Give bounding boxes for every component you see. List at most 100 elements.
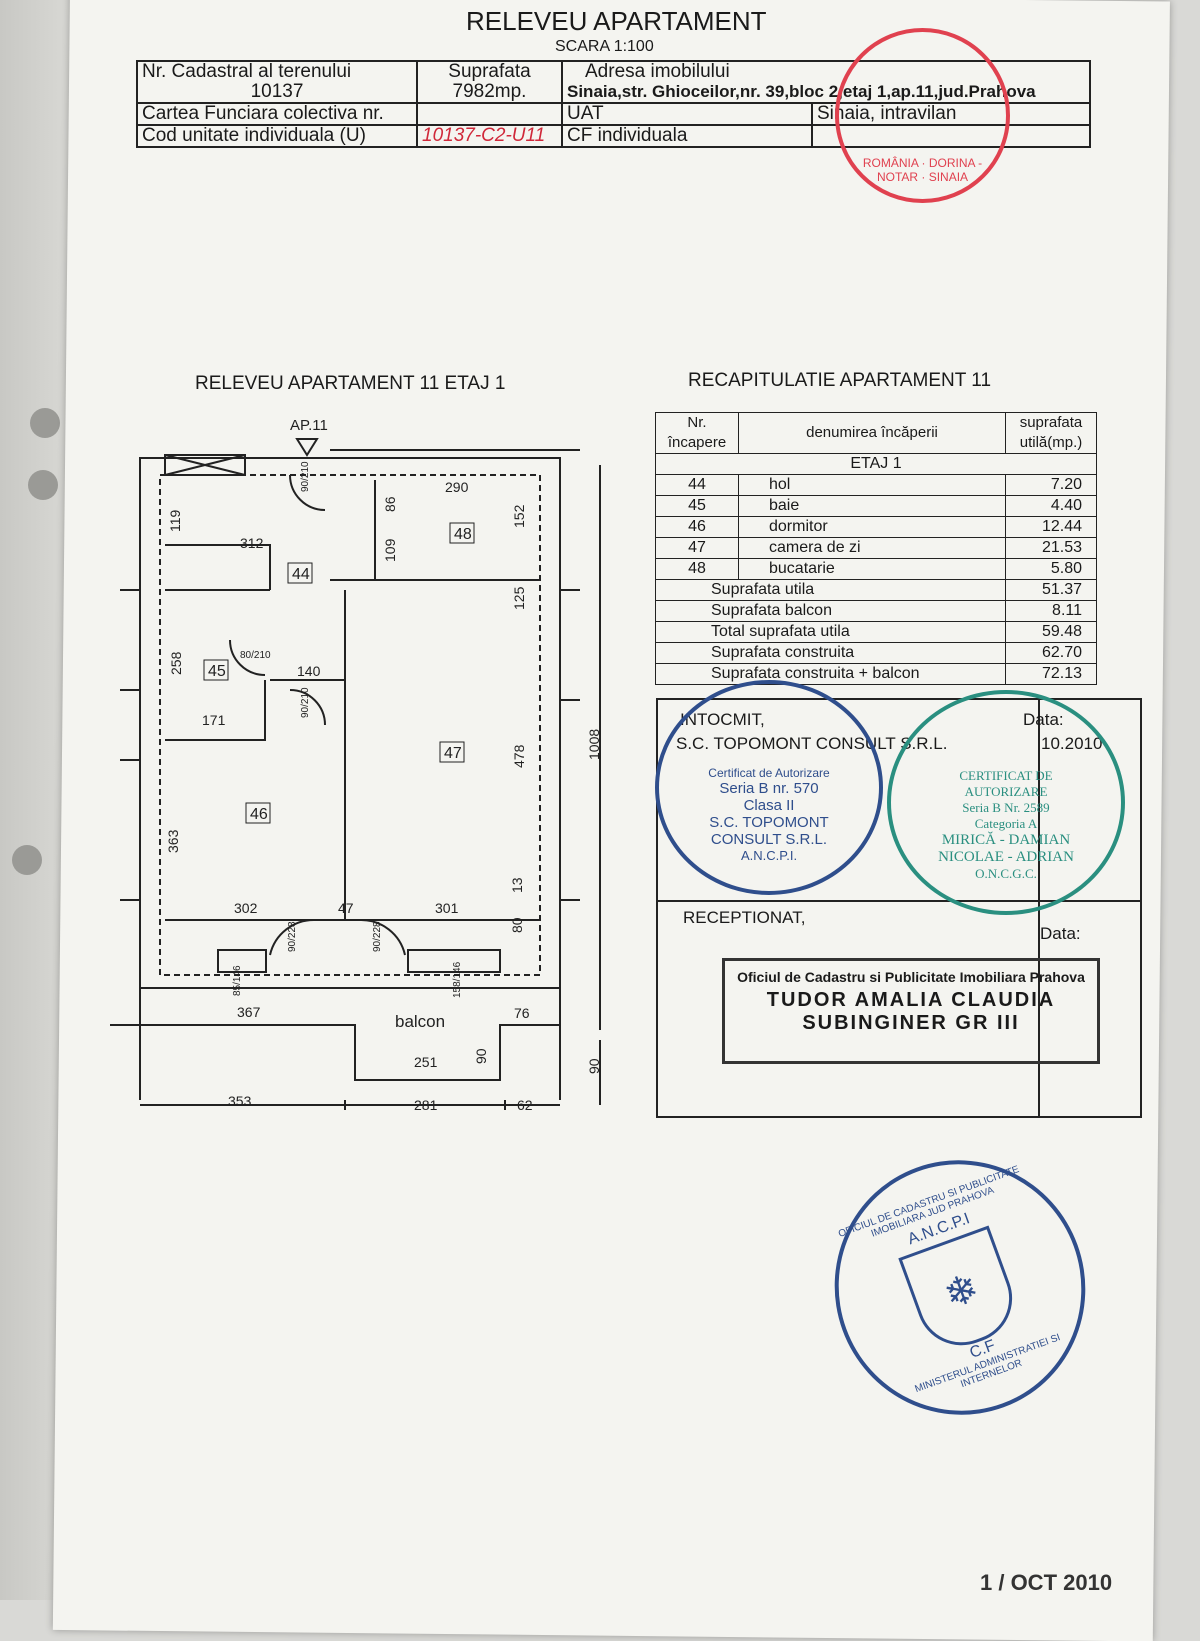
- room-area: 5.80: [1005, 558, 1097, 580]
- total-label: Suprafata utila: [655, 579, 1006, 601]
- dim: 47: [338, 900, 354, 916]
- stamp-line: TUDOR AMALIA CLAUDIA: [766, 989, 1056, 1011]
- plan-title: RELEVEU APARTAMENT 11 ETAJ 1: [195, 373, 506, 394]
- cf-individual-label: CF individuala: [561, 124, 813, 148]
- total-value: 72.13: [1005, 663, 1097, 685]
- room-44: 44: [292, 566, 310, 583]
- col-name: denumirea încăperii: [738, 412, 1006, 454]
- dim: 80/210: [240, 650, 271, 661]
- dim: 302: [234, 900, 258, 916]
- dim: 478: [511, 744, 527, 768]
- red-notary-stamp: ROMÂNIA · DORINA - NOTAR · SINAIA: [835, 28, 1010, 203]
- stamp-text: ROMÂNIA · DORINA - NOTAR · SINAIA: [862, 156, 983, 184]
- recap-table: Nr. încapere denumirea încăperii suprafa…: [655, 412, 1097, 685]
- dim: 367: [237, 1004, 261, 1020]
- stamp-line: CERTIFICAT DE: [959, 768, 1053, 783]
- dim: 125: [511, 586, 527, 610]
- total-value: 62.70: [1005, 642, 1097, 664]
- dim: 90/228: [372, 921, 383, 952]
- dim: 258: [168, 651, 184, 675]
- stamp-line: MIRICĂ - DAMIAN: [941, 832, 1071, 848]
- stamp-line: Seria B Nr. 2589: [962, 800, 1050, 815]
- room-name: hol: [738, 474, 1006, 496]
- dim: 301: [435, 900, 459, 916]
- stamp-line: AUTORIZARE: [964, 784, 1048, 799]
- dim: 90/210: [300, 687, 311, 718]
- dim: 119: [167, 509, 183, 532]
- entrance-label: AP.11: [290, 417, 328, 434]
- scale-label: SCARA 1:100: [555, 38, 654, 55]
- dim: 251: [414, 1054, 438, 1070]
- dim: 290: [445, 479, 469, 495]
- dim: 152: [511, 504, 527, 528]
- dim: 90/228: [287, 921, 298, 952]
- cadastral-label: Nr. Cadastral al terenului: [142, 61, 352, 82]
- dim: 85/146: [232, 965, 243, 996]
- floor-plan: AP.11 44 45 46 47 48 balcon 119 312 90/2…: [110, 417, 602, 1113]
- col-nr: Nr. încapere: [655, 412, 739, 454]
- total-label: Total suprafata utila: [655, 621, 1006, 643]
- stamp-line: Clasa II: [743, 797, 795, 814]
- cadastral-value: 10137: [250, 81, 304, 102]
- stamp-line: Seria B nr. 570: [719, 780, 819, 797]
- vent-shaft: [164, 454, 246, 476]
- room-nr: 47: [655, 537, 739, 559]
- total-label: Suprafata construita + balcon: [655, 663, 1006, 685]
- stamp-line: O.N.C.G.C.: [975, 866, 1037, 881]
- dim: 109: [382, 538, 398, 562]
- date2-label: Data:: [1040, 924, 1081, 943]
- blue-authorization-stamp: Certificat de Autorizare Seria B nr. 570…: [655, 680, 883, 895]
- stamp-line: SUBINGINER GR III: [802, 1012, 1020, 1034]
- room-nr: 44: [655, 474, 739, 496]
- stamp-line: NICOLAE - ADRIAN: [938, 849, 1074, 865]
- address-label: Adresa imobilului: [585, 61, 730, 82]
- area-label: Suprafata: [448, 61, 531, 82]
- green-authorization-stamp: CERTIFICAT DE AUTORIZARE Seria B Nr. 258…: [887, 690, 1125, 915]
- dim: 158/146: [452, 961, 463, 998]
- dim: 140: [297, 663, 321, 679]
- dim: 90: [586, 1058, 602, 1074]
- dim: 13: [509, 877, 525, 893]
- outer-wall: [139, 457, 561, 989]
- dim: 90/210: [300, 461, 311, 492]
- room-nr: 45: [655, 495, 739, 517]
- dim: 1008: [586, 729, 602, 760]
- stamp-line: Certificat de Autorizare: [708, 766, 830, 780]
- dim: 171: [202, 712, 226, 728]
- dim: 312: [240, 535, 264, 551]
- cod-value-handwritten: 10137-C2-U11: [416, 124, 563, 148]
- document-title: RELEVEU APARTAMENT: [466, 6, 767, 36]
- stamp-line: Categoria A: [974, 816, 1038, 831]
- stamp-line: S.C. TOPOMONT: [709, 814, 829, 831]
- room-46: 46: [250, 806, 268, 823]
- dim: 90: [473, 1048, 489, 1064]
- dim: 353: [228, 1093, 252, 1109]
- uat-label: UAT: [561, 102, 813, 126]
- punch-hole: [28, 470, 58, 500]
- ocpi-receipt-stamp: Oficiul de Cadastru si Publicitate Imobi…: [722, 958, 1100, 1064]
- stamp-line: A.N.C.P.I.: [740, 848, 798, 863]
- cod-label: Cod unitate individuala (U): [136, 124, 418, 148]
- room-name: baie: [738, 495, 1006, 517]
- room-area: 21.53: [1005, 537, 1097, 559]
- dim: 80: [509, 917, 525, 933]
- dim: 281: [414, 1097, 438, 1113]
- room-name: dormitor: [738, 516, 1006, 538]
- total-value: 8.11: [1005, 600, 1097, 622]
- cf-label: Cartea Funciara colectiva nr.: [136, 102, 418, 126]
- recap-title: RECAPITULATIE APARTAMENT 11: [688, 370, 992, 391]
- room-name: bucatarie: [738, 558, 1006, 580]
- balcony-label: balcon: [395, 1012, 445, 1031]
- received-label: RECEPTIONAT,: [683, 908, 806, 927]
- floor-label: ETAJ 1: [655, 453, 1097, 475]
- inner-wall: [159, 474, 541, 976]
- room-48: 48: [454, 526, 472, 543]
- total-value: 51.37: [1005, 579, 1097, 601]
